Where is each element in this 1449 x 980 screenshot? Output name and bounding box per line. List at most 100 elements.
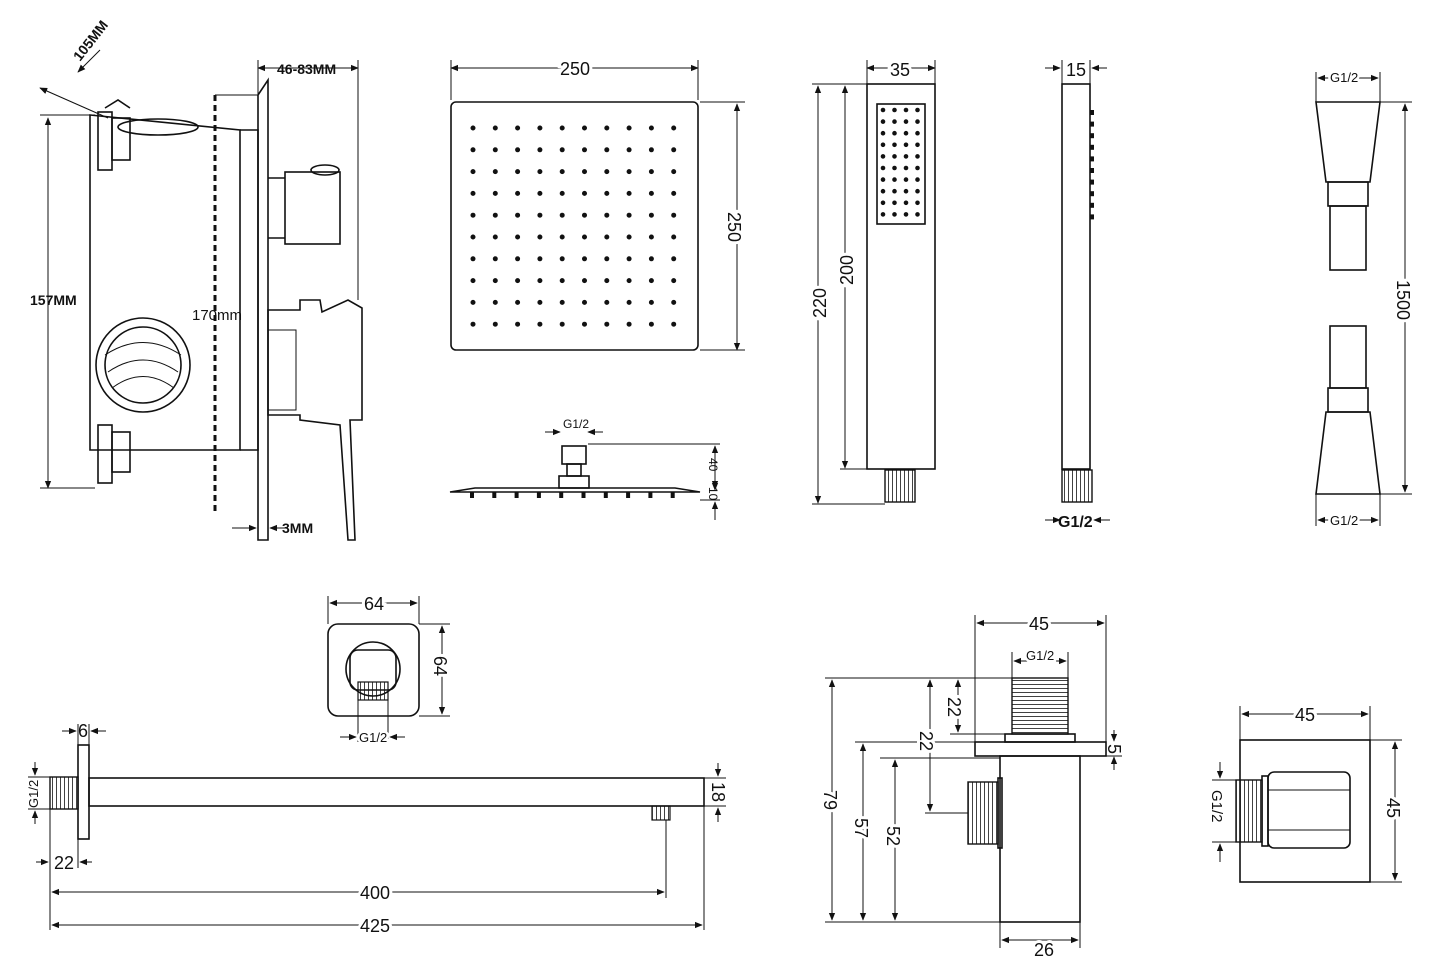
nozzle-dot — [880, 119, 886, 124]
nozzle-dot — [515, 190, 521, 196]
nozzle-dot — [559, 278, 565, 284]
nozzle-dot — [537, 169, 543, 175]
hand-shower-width-label: 35 — [890, 60, 910, 80]
nozzle-dot — [604, 125, 610, 131]
nozzle-dot — [470, 278, 476, 284]
nozzle-dot — [903, 200, 909, 206]
nozzle-dot — [880, 154, 886, 159]
side-nozzle — [470, 492, 474, 498]
nozzle-dot — [492, 147, 498, 153]
nozzle-dot — [515, 169, 521, 175]
nozzle-dot — [892, 165, 897, 171]
nozzle-dot — [604, 147, 610, 153]
side-nozzle — [1090, 156, 1094, 162]
nozzle-dot — [581, 169, 587, 175]
hose-dimensions — [1315, 72, 1412, 526]
nozzle-dot — [671, 299, 677, 305]
nozzle-dot — [515, 147, 521, 153]
nozzle-dot — [671, 190, 677, 196]
nozzle-dot — [604, 190, 610, 196]
shower-arm-drawing — [49, 744, 705, 840]
nozzle-dot — [648, 321, 654, 327]
hand-shower-total-label: 220 — [810, 288, 830, 318]
nozzle-dot — [892, 177, 897, 182]
holder-base-label: 26 — [1034, 940, 1054, 960]
nozzle-dot — [581, 234, 587, 240]
nozzle-dot — [648, 190, 654, 196]
mixer-dimensions — [39, 49, 359, 532]
arm-flange-label: 6 — [78, 721, 88, 741]
nozzle-dot — [604, 278, 610, 284]
rain-head-height-label: 250 — [724, 212, 744, 242]
side-nozzle — [648, 492, 653, 498]
nozzle-dot — [892, 200, 897, 206]
nozzle-dot — [559, 212, 565, 218]
rain-head-width-label: 250 — [560, 59, 590, 79]
mixer-wall-label: 170mm — [192, 307, 242, 324]
nozzle-dot — [559, 190, 565, 196]
holder-plate-label: 5 — [1104, 744, 1124, 754]
nozzle-dot — [492, 212, 498, 218]
side-nozzle — [1090, 191, 1094, 197]
nozzle-dot — [537, 147, 543, 153]
nozzle-dot — [880, 107, 886, 113]
nozzle-dot — [671, 234, 677, 240]
nozzle-dot — [648, 278, 654, 284]
side-nozzle — [1090, 133, 1094, 139]
holder-width-label: 45 — [1029, 614, 1049, 634]
nozzle-dot — [537, 321, 543, 327]
nozzle-dot — [559, 256, 565, 262]
nozzle-dot — [492, 125, 498, 131]
rain-head-side-view — [449, 445, 701, 498]
nozzle-dot — [915, 154, 920, 159]
side-nozzle — [581, 492, 586, 498]
nozzle-dot — [604, 321, 610, 327]
wall-outlet-front-view — [327, 623, 420, 717]
nozzle-dot — [581, 299, 587, 305]
nozzle-dot — [915, 188, 920, 194]
nozzle-dot — [581, 256, 587, 262]
holder-dim-79: 79 — [820, 790, 840, 810]
nozzle-dot — [537, 234, 543, 240]
mixer-projection-label: 46-83MM — [277, 61, 336, 77]
nozzle-dot — [470, 125, 476, 131]
nozzle-dot — [671, 169, 677, 175]
nozzle-dot — [880, 165, 886, 171]
nozzle-dot — [581, 190, 587, 196]
nozzle-dot — [515, 256, 521, 262]
side-nozzle — [559, 492, 564, 498]
side-nozzle — [1090, 110, 1094, 115]
arm-thread-label: G1/2 — [26, 780, 41, 808]
nozzle-dot — [604, 256, 610, 262]
side-nozzle — [1090, 168, 1094, 173]
nozzle-dot — [537, 256, 543, 262]
wall-outlet-thread-label: G1/2 — [359, 730, 387, 745]
nozzle-dot — [915, 212, 920, 217]
mixer-depth-label: 105MM — [70, 17, 111, 64]
nozzle-dot — [626, 169, 632, 175]
shower-arm-dimensions — [28, 724, 726, 930]
nozzle-dot — [515, 212, 521, 218]
nozzle-dot — [626, 278, 632, 284]
arm-total-label: 425 — [360, 916, 390, 936]
nozzle-dot — [537, 125, 543, 131]
nozzle-dot — [604, 169, 610, 175]
wall-outlet-width-label: 64 — [364, 594, 384, 614]
nozzle-dot — [559, 169, 565, 175]
nozzle-dot — [880, 212, 886, 217]
holder-front-dimensions — [1212, 706, 1402, 883]
hand-shower-dimensions — [812, 60, 936, 505]
nozzle-dot — [492, 299, 498, 305]
nozzle-dot — [470, 169, 476, 175]
nozzle-dot — [648, 212, 654, 218]
nozzle-dot — [892, 212, 897, 217]
nozzle-dot — [915, 177, 920, 182]
nozzle-dot — [604, 299, 610, 305]
nozzle-dot — [559, 299, 565, 305]
holder-dim-22a: 22 — [944, 697, 964, 717]
nozzle-dot — [648, 234, 654, 240]
arm-tube-label: 18 — [708, 782, 728, 802]
nozzle-dot — [880, 188, 886, 194]
nozzle-dot — [515, 278, 521, 284]
nozzle-dot — [604, 234, 610, 240]
